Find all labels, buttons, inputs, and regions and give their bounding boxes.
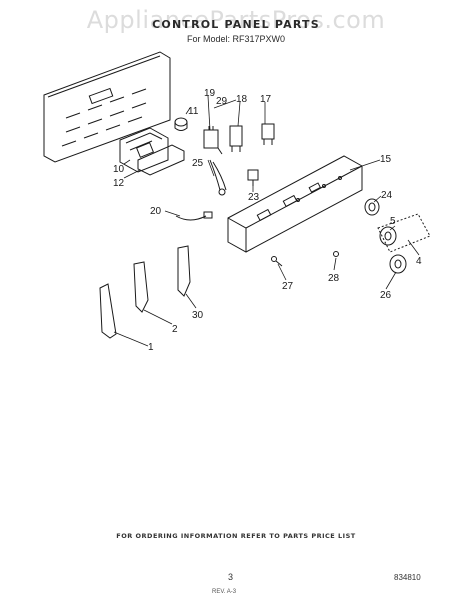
callout-28: 27	[282, 281, 294, 292]
leader-lines	[113, 95, 420, 347]
callout-1: 1	[148, 342, 154, 353]
callout-2: 2	[172, 324, 178, 335]
callout-11: 11	[188, 106, 199, 117]
part-24-knob[interactable]	[364, 198, 380, 216]
callout-26: 25	[192, 158, 204, 169]
part-23-indicator[interactable]	[247, 169, 259, 186]
part-30-end-cap[interactable]	[177, 245, 191, 297]
ordering-note: FOR ORDERING INFORMATION REFER TO PARTS …	[116, 532, 356, 540]
callout-18: 18	[236, 94, 248, 105]
diagram-code: 834810	[394, 573, 421, 582]
part-5-knob[interactable]	[379, 226, 397, 246]
page-title: CONTROL PANEL PARTS	[152, 18, 320, 31]
publication-number: REV. A-3	[212, 589, 237, 595]
callout-10: 10	[113, 164, 125, 175]
model-subtitle: For Model: RF317PXW0	[186, 34, 286, 44]
callout-5: 5	[390, 216, 396, 227]
callout-19: 19	[204, 88, 216, 99]
page-number: 3	[228, 572, 234, 582]
part-15-control-panel[interactable]	[227, 155, 363, 253]
part-4-knob-bracket[interactable]	[377, 213, 431, 253]
part-29-screw[interactable]	[333, 251, 339, 257]
callout-29: 28	[328, 273, 340, 284]
callout-labels: 29 11 10 12 15 17 18 19 20 23 24 5 4 26 …	[113, 88, 422, 353]
callout-27: 29	[216, 96, 228, 107]
part-20-wire[interactable]	[175, 211, 213, 221]
callout-24: 24	[381, 190, 393, 201]
callout-25: 26	[380, 290, 392, 301]
part-10-timer-assembly[interactable]	[119, 127, 169, 173]
part-12-bracket[interactable]	[137, 144, 185, 176]
part-1-end-panel[interactable]	[99, 283, 117, 339]
part-11-lamp[interactable]	[174, 117, 188, 131]
callout-4: 4	[416, 256, 422, 267]
part-18-switch[interactable]	[229, 125, 243, 152]
part-2-side-trim[interactable]	[133, 261, 149, 313]
part-26-wire-harness[interactable]	[209, 159, 227, 196]
callout-15: 15	[380, 154, 392, 165]
callout-30: 30	[192, 310, 204, 321]
part-19-switch[interactable]	[203, 126, 223, 155]
callout-23: 23	[248, 192, 260, 203]
part-25-knob[interactable]	[389, 254, 407, 274]
part-27-backguard[interactable]	[43, 51, 171, 163]
part-28-screw[interactable]	[271, 256, 283, 267]
part-17-switch[interactable]	[261, 123, 275, 145]
callout-20: 20	[150, 206, 162, 217]
callout-17: 17	[260, 94, 272, 105]
callout-12: 12	[113, 178, 125, 189]
watermark-text: AppliancePartsPros.com	[86, 6, 386, 34]
